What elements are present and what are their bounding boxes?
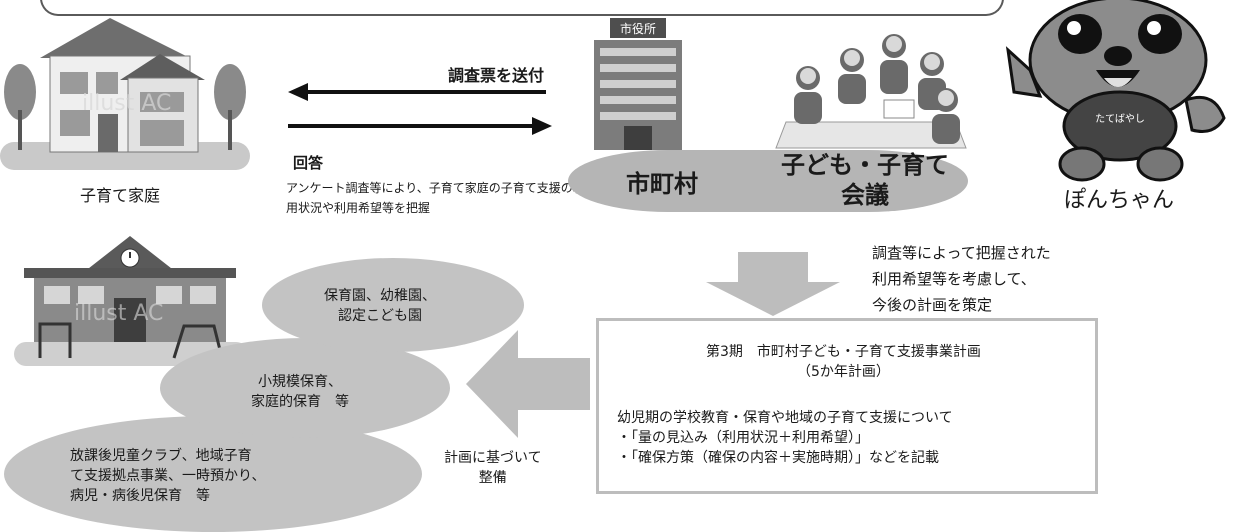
- facility-text-2: 小規模保育、 家庭的保育 等: [251, 374, 349, 410]
- plan-box: [596, 318, 1098, 494]
- down-arrow: [706, 252, 840, 316]
- city-hall-illustration: 市役所: [594, 18, 682, 150]
- mascot-label: ぽんちゃん: [1064, 188, 1175, 213]
- facility-text-3: 放課後児童クラブ、地域子育 て支援拠点事業、一時預かり、 病児・病後児保育 等: [70, 448, 266, 504]
- reply-description: アンケート調査等により、子育て家庭の子育て支援の利用状況や利用希望等を把握: [286, 181, 585, 215]
- family-label: 子育て家庭: [80, 186, 161, 205]
- mascot-illustration: たてばやし: [1005, 0, 1226, 182]
- city-stage: [568, 150, 968, 212]
- house-illustration: illust AC: [0, 18, 250, 170]
- city-label: 市町村: [626, 170, 698, 198]
- plan-title: 第3期 市町村子ども・子育て支援事業計画 （5か年計画）: [706, 344, 981, 380]
- facility-ellipse-2: [160, 338, 450, 438]
- watermark-text: illust AC: [82, 91, 171, 116]
- facility-text-1: 保育園、幼稚園、 認定こども園: [324, 288, 436, 324]
- consider-text: 調査等によって把握された 利用希望等を考慮して、 今後の計画を策定: [872, 244, 1051, 314]
- watermark-text-school: illust AC: [74, 301, 163, 326]
- left-arrow: [466, 330, 590, 438]
- city-hall-sign: 市役所: [620, 21, 656, 36]
- council-meeting-illustration: [775, 34, 967, 149]
- reply-label: 回答: [293, 154, 324, 172]
- plan-body: 幼児期の学校教育・保育や地域の子育て支援について ・「量の見込み（利用状況＋利用…: [617, 410, 953, 466]
- facility-ellipse-1: [262, 258, 524, 352]
- mascot-shirt-text: たてばやし: [1095, 113, 1145, 125]
- maintain-label: 計画に基づいて 整備: [444, 450, 542, 486]
- exchange-arrows: [288, 83, 552, 135]
- council-label: 子ども・子育て会議: [781, 151, 949, 209]
- school-illustration: illust AC: [14, 236, 248, 366]
- send-survey-label: 調査票を送付: [448, 66, 545, 85]
